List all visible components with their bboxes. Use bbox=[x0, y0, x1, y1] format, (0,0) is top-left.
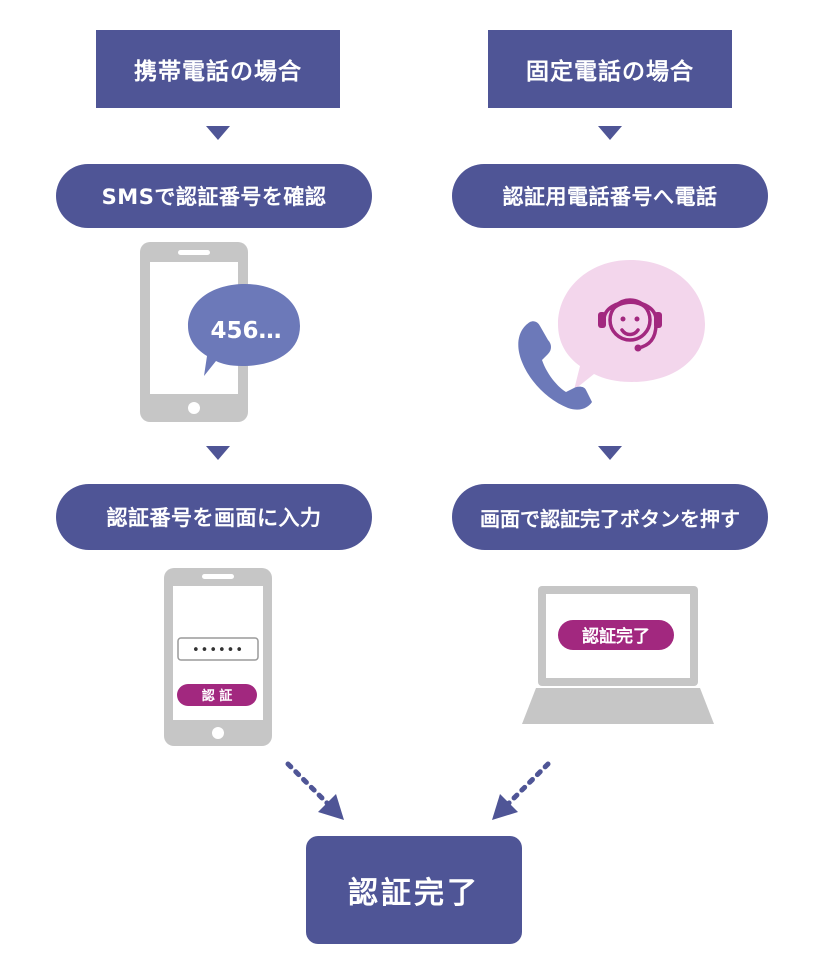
landline-header: 固定電話の場合 bbox=[488, 30, 732, 108]
mobile-header: 携帯電話の場合 bbox=[96, 30, 340, 108]
laptop-icon: 認証完了 bbox=[522, 586, 714, 724]
complete-button bbox=[558, 620, 674, 650]
password-dots: •••••• bbox=[192, 643, 244, 658]
password-field bbox=[177, 637, 259, 661]
auth-button-label: 認 証 bbox=[202, 688, 233, 704]
arrow-down-icon bbox=[598, 126, 622, 140]
smartphone-input-icon: •••••• 認 証 bbox=[164, 568, 272, 746]
dotted-arrow-right-icon bbox=[492, 761, 551, 820]
smartphone-sms-icon: 456… bbox=[140, 242, 300, 422]
call-number-step: 認証用電話番号へ電話 bbox=[452, 164, 768, 228]
complete-button-label: 認証完了 bbox=[582, 626, 650, 647]
phone-operator-icon bbox=[518, 260, 705, 410]
auth-button bbox=[177, 684, 257, 706]
arrow-down-icon bbox=[206, 446, 230, 460]
handset-icon bbox=[518, 321, 592, 410]
enter-code-step: 認証番号を画面に入力 bbox=[56, 484, 372, 550]
press-button-step: 画面で認証完了ボタンを押す bbox=[452, 484, 768, 550]
dotted-arrow-left-icon bbox=[285, 761, 344, 820]
sms-confirm-step: SMSで認証番号を確認 bbox=[56, 164, 372, 228]
auth-complete-result: 認証完了 bbox=[306, 836, 522, 944]
arrow-down-icon bbox=[206, 126, 230, 140]
sms-code-text: 456… bbox=[210, 318, 281, 344]
arrow-down-icon bbox=[598, 446, 622, 460]
